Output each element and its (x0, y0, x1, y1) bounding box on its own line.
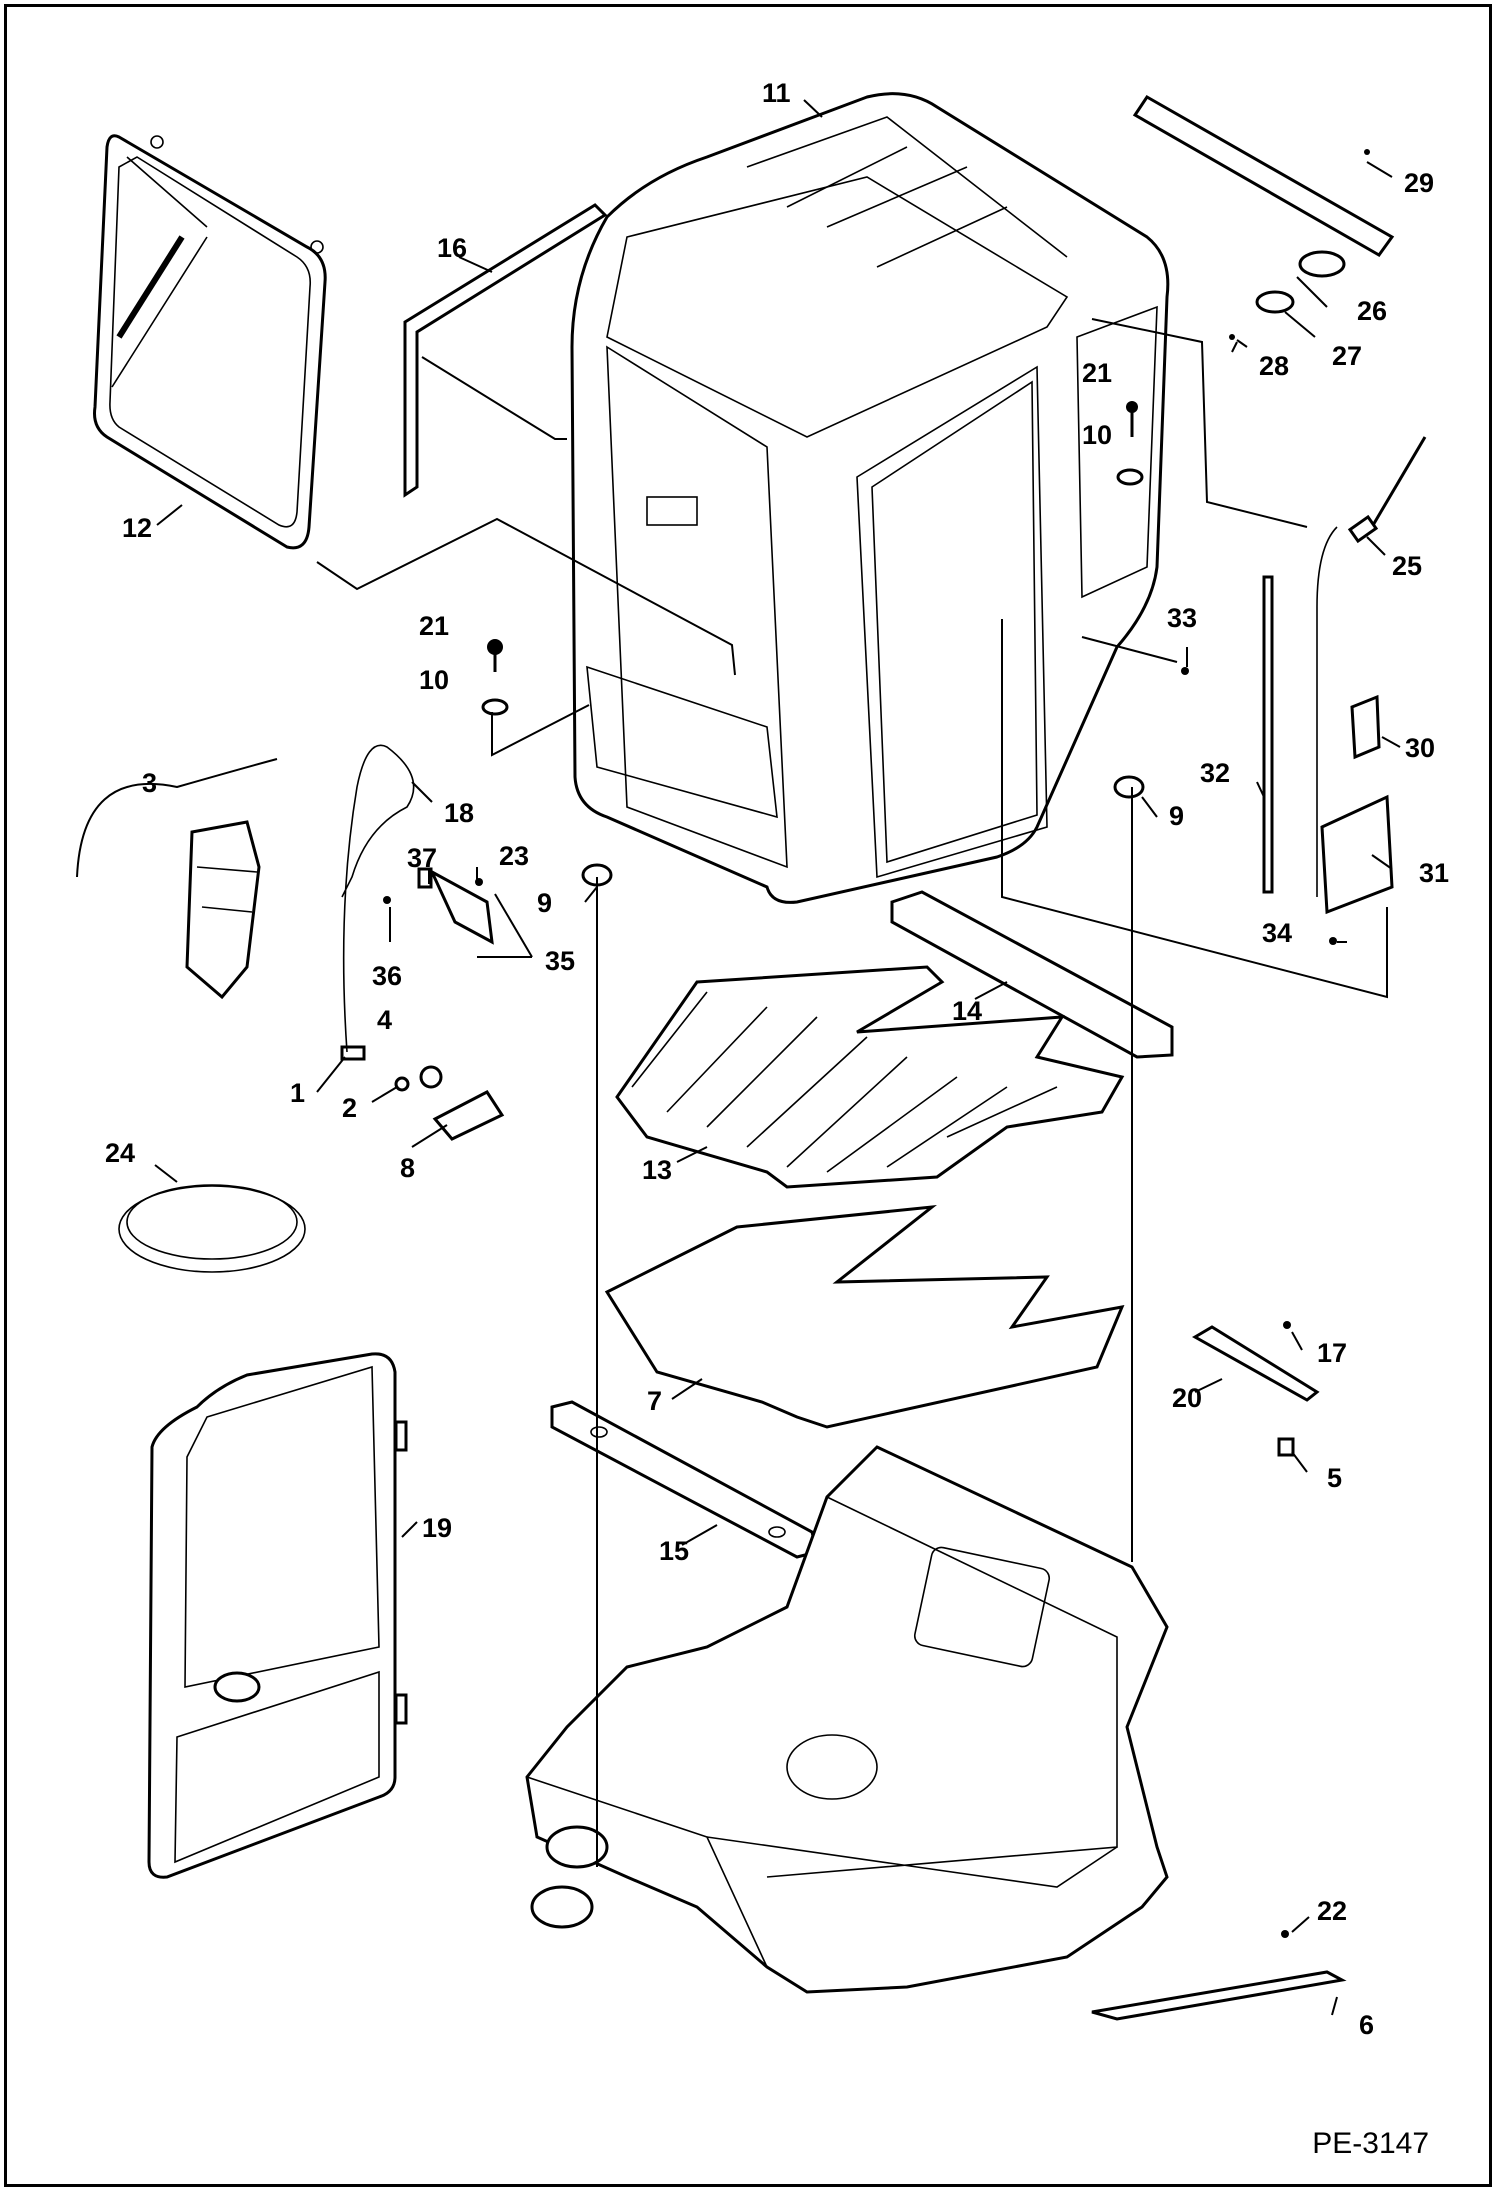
part-31-box (1320, 794, 1394, 915)
callout-1: 1 (290, 1078, 305, 1108)
part-34-screw (1329, 937, 1337, 945)
part-11-cab (570, 92, 1170, 904)
callout-22: 22 (1317, 1896, 1347, 1926)
callout-33: 33 (1167, 603, 1197, 633)
part-24-hose (118, 1184, 306, 1273)
part-18-hose (341, 744, 415, 1053)
callout-5: 5 (1327, 1463, 1342, 1493)
callout-17: 17 (1317, 1338, 1347, 1368)
callout-6: 6 (1359, 2010, 1374, 2040)
callout-16: 16 (437, 233, 467, 263)
callout-11: 11 (762, 78, 791, 108)
callout-30: 30 (1405, 733, 1435, 763)
part-19-door (147, 1352, 408, 1879)
part-30-cover (1350, 694, 1381, 760)
callout-19: 19 (422, 1513, 452, 1543)
callout-2: 2 (342, 1093, 357, 1123)
part-3-wiper-motor (185, 820, 261, 1000)
part-9b-mount (1113, 775, 1145, 799)
part-1-nozzle (340, 1045, 366, 1061)
callout-18: 18 (444, 798, 474, 828)
callout-labels: 11 16 12 29 26 27 28 21 10 25 21 10 33 3… (105, 78, 1449, 2040)
part-22-screw (1281, 1930, 1289, 1938)
part-2-grommet (394, 1076, 410, 1092)
upperstructure-frame (525, 1445, 1169, 1994)
callout-14: 14 (952, 996, 982, 1026)
callout-9a: 9 (537, 888, 552, 918)
part-7-floor-pad (604, 1204, 1125, 1429)
diagram-sheet: 11 16 12 29 26 27 28 21 10 25 21 10 33 3… (4, 4, 1492, 2187)
part-35-bracket (428, 868, 494, 945)
callout-34: 34 (1262, 918, 1292, 948)
callout-29: 29 (1404, 168, 1434, 198)
callout-4: 4 (377, 1005, 392, 1035)
part-13-floor-mat (615, 965, 1125, 1189)
part-15-bracket (550, 1400, 819, 1559)
callout-25: 25 (1392, 551, 1422, 581)
part-5-nut (1277, 1437, 1295, 1457)
callout-20: 20 (1172, 1383, 1202, 1413)
callout-10b: 10 (1082, 420, 1112, 450)
part-36-screw (383, 896, 391, 904)
callout-8: 8 (400, 1153, 415, 1183)
callout-32: 32 (1200, 758, 1230, 788)
part-26-light (1298, 250, 1346, 278)
part-27-lens (1255, 290, 1295, 314)
callout-31: 31 (1419, 858, 1449, 888)
callout-23: 23 (499, 841, 529, 871)
callout-28: 28 (1259, 351, 1289, 381)
part-12-rear-window (93, 134, 327, 550)
part-17-screw (1283, 1321, 1291, 1329)
part-14-cross-member (890, 890, 1174, 1059)
callout-12: 12 (122, 513, 152, 543)
callout-21b: 21 (1082, 358, 1112, 388)
callout-37: 37 (407, 843, 437, 873)
callout-3: 3 (142, 768, 157, 798)
callout-7: 7 (647, 1386, 662, 1416)
part-32-strip (1262, 575, 1274, 894)
part-8-washer-tank (432, 1090, 505, 1141)
part-20-plate (1191, 1325, 1320, 1402)
callout-9b: 9 (1169, 801, 1184, 831)
part-6-panel (1091, 1970, 1347, 2021)
part-25-antenna (1316, 436, 1427, 897)
callout-13: 13 (642, 1155, 672, 1185)
part-10-washer (481, 698, 509, 716)
callout-10a: 10 (419, 665, 449, 695)
callout-24: 24 (105, 1138, 135, 1168)
part-33-screw (1181, 667, 1189, 675)
part-16-seal-strip (403, 203, 608, 498)
leader-lines (76, 99, 1401, 2016)
callout-26: 26 (1357, 296, 1387, 326)
callout-15: 15 (659, 1536, 689, 1566)
callout-35: 35 (545, 946, 575, 976)
callout-27: 27 (1332, 341, 1362, 371)
part-29-bracket (1132, 95, 1395, 257)
callout-36: 36 (372, 961, 402, 991)
callout-21a: 21 (419, 611, 449, 641)
part-28-screw (1229, 334, 1235, 340)
exploded-parts-drawing: 11 16 12 29 26 27 28 21 10 25 21 10 33 3… (76, 78, 1449, 2040)
drawing-code: PE-3147 (1312, 2127, 1429, 2160)
part-4-cap (419, 1065, 443, 1089)
part-10b-washer (1116, 468, 1144, 486)
